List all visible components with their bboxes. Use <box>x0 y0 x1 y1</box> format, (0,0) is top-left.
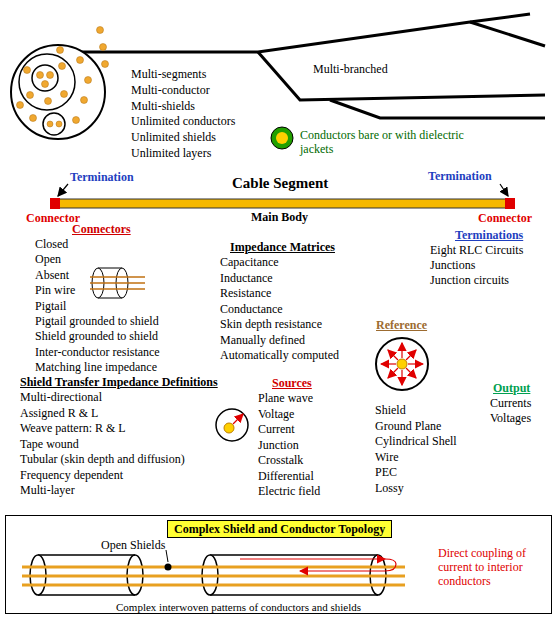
list-item: Manually defined <box>220 333 305 347</box>
list-item: Plane wave <box>258 391 313 405</box>
list-item: Closed <box>35 237 68 251</box>
feature-item: Multi-segments <box>131 67 206 81</box>
list-item: Inductance <box>220 271 273 285</box>
list-item: Shield grounded to shield <box>35 329 158 343</box>
cable-cross-section <box>11 27 109 140</box>
shield-label: Open Shields <box>101 538 165 552</box>
list-item: Cylindrical Shell <box>375 434 457 448</box>
leader-arrow <box>58 184 68 196</box>
feature-item: Unlimited layers <box>131 146 211 160</box>
connector-icon <box>90 268 145 298</box>
section-heading: Reference <box>376 318 427 332</box>
list-item: Absent <box>35 268 69 282</box>
list-item: Shield <box>375 403 406 417</box>
pattern-note: Complex interwoven patterns of conductor… <box>116 600 361 614</box>
list-item: Conductance <box>220 302 283 316</box>
termination-label: Termination <box>70 170 134 184</box>
list-item: Voltages <box>490 411 531 425</box>
list-item: Junctions <box>430 258 475 272</box>
list-item: Tape wound <box>20 437 79 451</box>
feature-item: Unlimited shields <box>131 130 216 144</box>
list-item: Crosstalk <box>258 453 303 467</box>
reference-icon <box>376 338 428 390</box>
leader-arrow <box>500 184 508 196</box>
list-item: Resistance <box>220 286 271 300</box>
section-heading: Connectors <box>72 222 131 236</box>
topology-panel: Complex Shield and Conductor TopologyOpe… <box>5 515 552 614</box>
section-heading: Shield Transfer Impedance Definitions <box>20 375 218 389</box>
list-item: Inter-conductor resistance <box>35 345 160 359</box>
topology-illustration <box>22 550 405 595</box>
jacket-label: Conductors bare or with dielectric jacke… <box>300 128 475 156</box>
list-item: Pigtail grounded to shield <box>35 314 159 328</box>
list-item: PEC <box>375 465 397 479</box>
list-item: Weave pattern: R & L <box>20 421 126 435</box>
list-item: Junction circuits <box>430 273 509 287</box>
list-item: Voltage <box>258 407 294 421</box>
list-item: Currents <box>490 396 531 410</box>
connector-label: Connector <box>478 211 532 225</box>
list-item: Assigned R & L <box>20 406 98 420</box>
list-item: Lossy <box>375 481 404 495</box>
list-item: Tubular (skin depth and diffusion) <box>20 452 185 466</box>
branch-lines <box>65 14 545 118</box>
conductor-icon <box>276 132 288 144</box>
list-item: Automatically computed <box>220 348 339 362</box>
list-item: Wire <box>375 450 399 464</box>
list-item: Differential <box>258 469 314 483</box>
list-item: Pigtail <box>35 299 66 313</box>
segment-title: Cable Segment <box>232 176 328 190</box>
list-item: Junction <box>258 438 299 452</box>
list-item: Current <box>258 422 295 436</box>
section-heading: Output <box>493 381 530 395</box>
list-item: Open <box>35 252 61 266</box>
list-item: Capacitance <box>220 255 279 269</box>
coupling-note: Direct coupling of current to interior c… <box>438 546 556 588</box>
feature-item: Multi-shields <box>131 99 195 113</box>
list-item: Eight RLC Circuits <box>430 243 523 257</box>
list-item: Matching line impedance <box>35 360 157 374</box>
list-item: Pin wire <box>35 283 75 297</box>
section-heading: Terminations <box>455 228 523 242</box>
panel-title: Complex Shield and Conductor Topology <box>167 520 392 538</box>
feature-item: Unlimited conductors <box>131 114 235 128</box>
list-item: Frequency dependent <box>20 468 123 482</box>
section-heading: Sources <box>272 376 312 390</box>
list-item: Ground Plane <box>375 419 441 433</box>
termination-label: Termination <box>428 169 492 183</box>
list-item: Multi-directional <box>20 390 102 404</box>
feature-item: Multi-conductor <box>131 83 210 97</box>
section-heading: Impedance Matrices <box>230 240 335 254</box>
branch-label: Multi-branched <box>313 62 388 76</box>
cable-bar <box>50 198 515 209</box>
list-item: Electric field <box>258 484 320 498</box>
main-body-label: Main Body <box>251 210 308 224</box>
list-item: Skin depth resistance <box>220 317 322 331</box>
jacket-icon <box>271 127 293 149</box>
connector-label: Connector <box>26 211 80 225</box>
shield-icon <box>216 409 248 441</box>
list-item: Multi-layer <box>20 483 75 497</box>
cable-segment: Cable SegmentMain Body <box>150 176 410 226</box>
